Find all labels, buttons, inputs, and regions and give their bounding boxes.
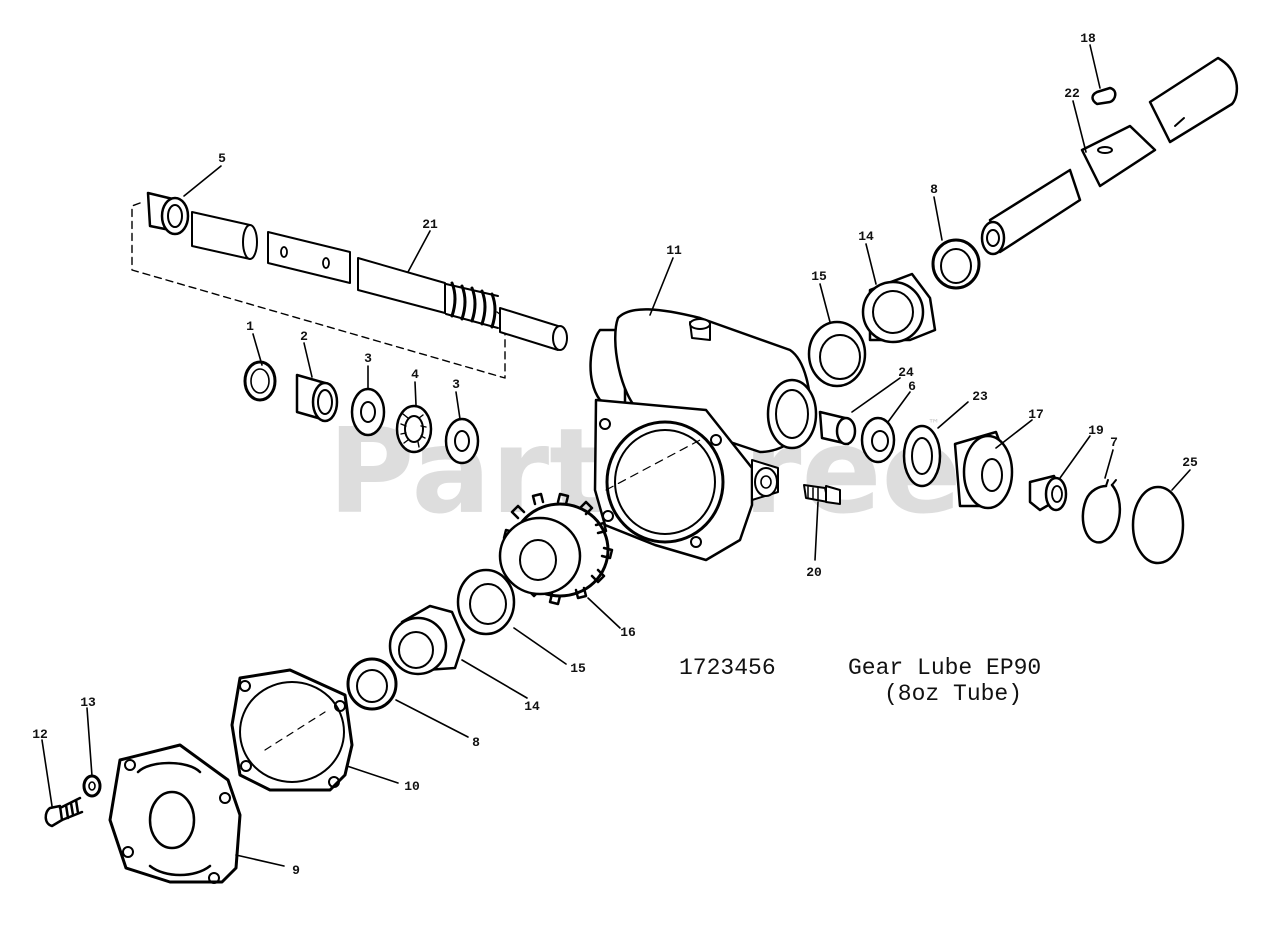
callout-5: 5 [218,151,226,166]
note-description-line2: (8oz Tube) [884,681,1022,707]
callout-7: 7 [1110,435,1118,450]
part-19-bushing[interactable] [1028,474,1068,512]
part-14-bearing-lower[interactable] [388,604,466,676]
callout-1: 1 [246,319,254,334]
leader-lines [41,44,1191,867]
callout-9: 9 [292,863,300,878]
part-8-seal-lower[interactable] [346,657,398,711]
part-12-screw[interactable] [44,796,84,828]
callout-16: 16 [620,625,636,640]
part-3-thrust-washer[interactable] [350,387,386,437]
callout-8-upper: 8 [930,182,938,197]
part-20-plug[interactable] [803,484,841,505]
callout-20: 20 [806,565,822,580]
part-15-thrust-washer-upper[interactable] [807,320,867,388]
callout-10: 10 [404,779,420,794]
part-10-gasket[interactable] [230,668,354,792]
part-2-spacer[interactable] [295,373,339,423]
callout-15-upper: 15 [811,269,827,284]
part-23-seal[interactable] [902,424,942,488]
part-4-thrust-bearing[interactable] [395,404,433,454]
callout-13: 13 [80,695,96,710]
dashed-group-bracket [131,202,506,379]
callout-12: 12 [32,727,48,742]
callout-25: 25 [1182,455,1198,470]
callout-11: 11 [666,243,682,258]
part-5-bushing[interactable] [146,191,190,236]
lube-note: 1723456 Gear Lube EP90 (8oz Tube) [679,655,1041,707]
part-11-gear-housing[interactable] [589,308,818,562]
part-21-worm-shaft[interactable] [191,211,568,351]
callout-2: 2 [300,329,308,344]
callout-6: 6 [908,379,916,394]
callout-18: 18 [1080,31,1096,46]
part-17-collar[interactable] [953,430,1014,510]
callout-15-lower: 15 [570,661,586,676]
callout-24: 24 [898,365,914,380]
part-15-thrust-washer-lower[interactable] [456,568,516,636]
callout-22: 22 [1064,86,1080,101]
part-22-drive-tube[interactable] [980,56,1239,256]
part-24-bushing[interactable] [818,410,857,446]
callout-23: 23 [972,389,988,404]
part-9-end-cover[interactable] [108,743,242,884]
part-1-retaining-ring[interactable] [243,360,277,402]
part-7-snap-ring[interactable] [1081,479,1122,544]
part-13-lock-washer[interactable] [82,774,102,798]
callout-14-upper: 14 [858,229,874,244]
callout-14-lower: 14 [524,699,540,714]
callout-4: 4 [411,367,419,382]
part-16-worm-gear[interactable] [498,492,614,606]
part-25-o-ring[interactable] [1131,485,1185,565]
callout-labels: 1 2 3 4 3 5 21 11 15 14 8 22 18 24 6 23 … [32,31,1198,878]
callout-3: 3 [364,351,372,366]
part-6-washer[interactable] [860,416,896,464]
callout-3-b: 3 [452,377,460,392]
callout-21: 21 [422,217,438,232]
callout-19: 19 [1088,423,1104,438]
callout-17: 17 [1028,407,1044,422]
part-14-bearing-upper[interactable] [861,272,937,344]
note-description-line1: Gear Lube EP90 [848,655,1041,681]
callout-8-lower: 8 [472,735,480,750]
part-8-seal-upper[interactable] [931,238,981,290]
part-18-key[interactable] [1091,86,1117,106]
note-part-number: 1723456 [679,655,776,681]
part-3-thrust-washer-2[interactable] [444,417,480,465]
watermark-tm: ™ [928,417,940,431]
